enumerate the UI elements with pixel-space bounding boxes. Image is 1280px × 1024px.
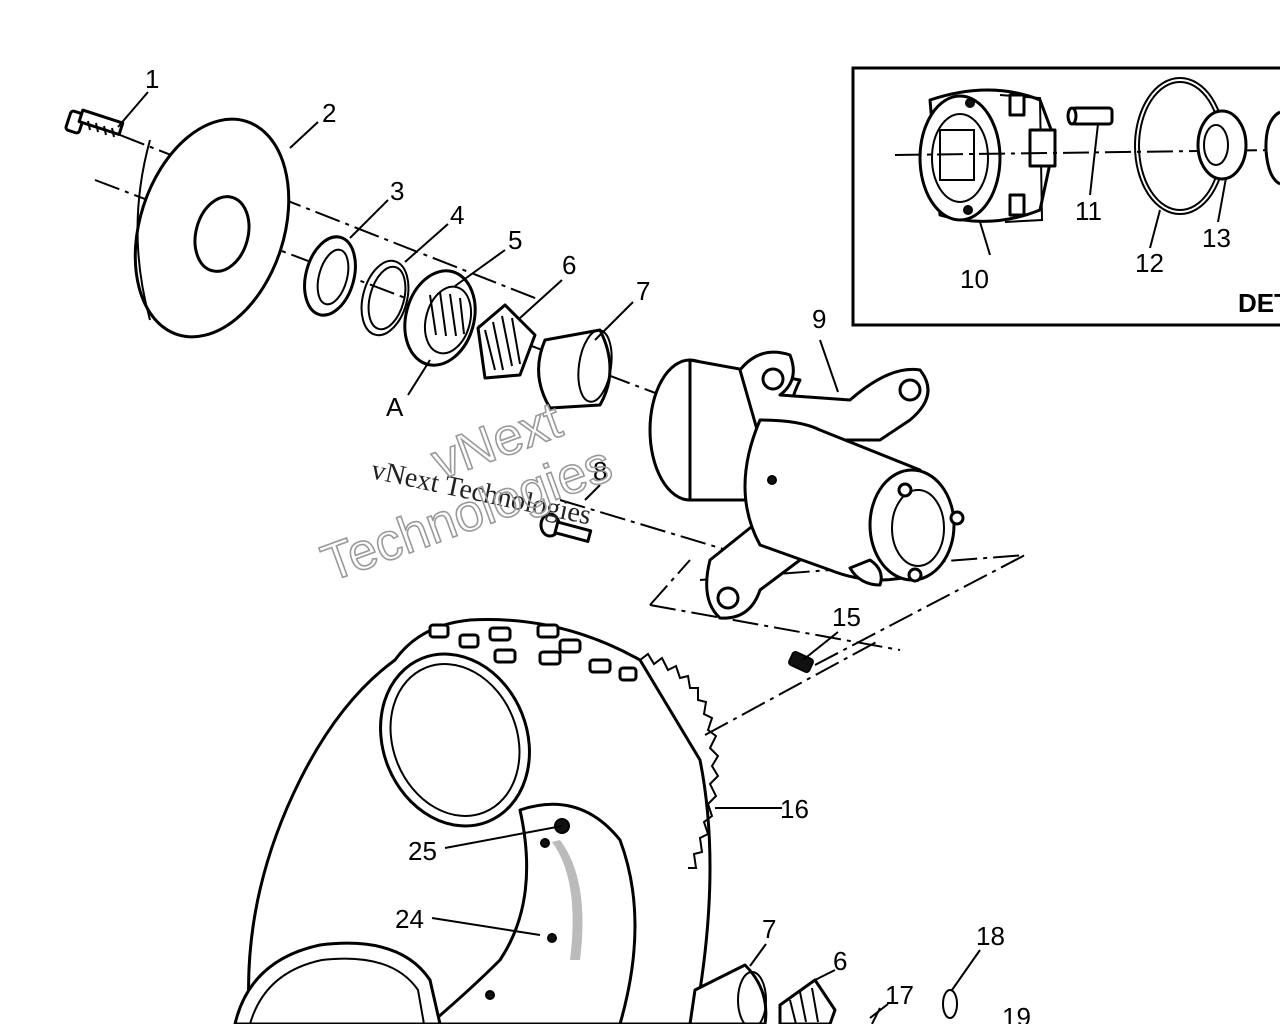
part-small-bolt <box>539 512 593 543</box>
part-tire <box>233 618 720 1024</box>
part-small-ring <box>942 989 958 1019</box>
detail-label: DET <box>1238 288 1280 318</box>
part-set-screw <box>788 650 814 674</box>
callout-11: 11 <box>1075 196 1102 226</box>
callout-2: 2 <box>322 98 336 128</box>
callout-labels: 1 2 3 4 5 6 7 A 8 9 10 11 12 13 DET 15 1… <box>145 64 1280 1024</box>
callout-18: 18 <box>976 921 1005 951</box>
callout-9: 9 <box>812 304 826 334</box>
part-disc-cover <box>133 117 291 339</box>
ref-a-label: A <box>386 392 404 422</box>
part-clutch-assembly <box>894 88 1280 223</box>
part-seal <box>303 235 357 317</box>
callout-7-lower: 7 <box>762 914 776 944</box>
callout-3: 3 <box>390 176 404 206</box>
callout-1: 1 <box>145 64 159 94</box>
callout-6: 6 <box>562 250 576 280</box>
callout-10: 10 <box>960 264 989 294</box>
callout-19: 19 <box>1002 1002 1031 1024</box>
callout-24: 24 <box>395 904 424 934</box>
detail-box <box>851 66 1280 327</box>
callout-8: 8 <box>593 456 607 486</box>
part-pin <box>1066 106 1114 126</box>
part-detail-seal <box>1196 109 1248 181</box>
callout-15: 15 <box>832 602 861 632</box>
part-bearing-clutch <box>403 269 477 367</box>
callout-13: 13 <box>1202 223 1231 253</box>
callout-25: 25 <box>408 836 437 866</box>
part-bolt <box>64 108 125 138</box>
tread-blocks <box>428 623 638 682</box>
callout-5: 5 <box>508 225 522 255</box>
part-hub <box>648 350 965 620</box>
watermark: vNext Technologies vNext Technologies <box>313 390 620 594</box>
part-lower-race <box>688 963 768 1024</box>
leader-lines <box>117 91 1227 1019</box>
callout-6-lower: 6 <box>833 946 847 976</box>
part-lower-roller-bearing <box>778 978 837 1024</box>
callout-7: 7 <box>636 276 650 306</box>
part-bearing-race <box>537 328 613 410</box>
part-snap-ring <box>360 259 410 337</box>
callout-16: 16 <box>780 794 809 824</box>
part-roller-bearing <box>476 303 537 380</box>
callout-12: 12 <box>1135 248 1164 278</box>
callout-17: 17 <box>885 980 914 1010</box>
callout-4: 4 <box>450 200 464 230</box>
